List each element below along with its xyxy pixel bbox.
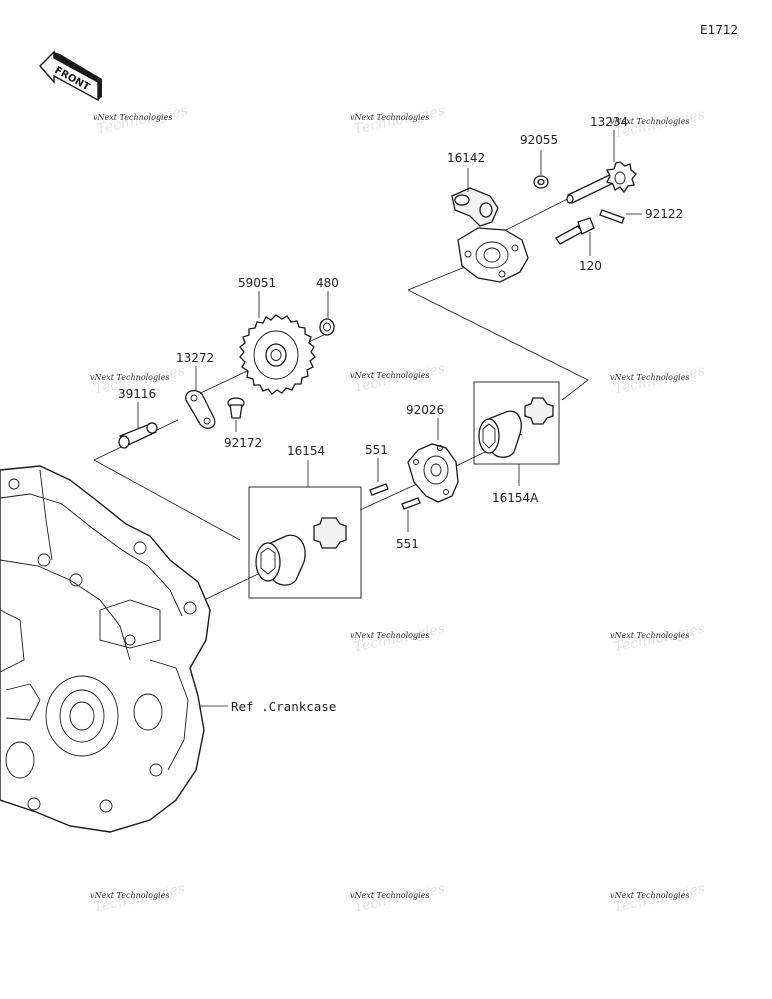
part-16154-rotor-set — [248, 486, 362, 599]
label-92172: 92172 — [224, 436, 262, 450]
watermark: Technologies vNext Technologies — [610, 621, 706, 656]
label-16154: 16154 — [287, 444, 325, 458]
label-16142: 16142 — [447, 151, 485, 165]
label-ref-crankcase: Ref .Crankcase — [231, 699, 336, 714]
watermark: Technologies vNext Technologies — [610, 881, 706, 916]
label-92026: 92026 — [406, 403, 444, 417]
part-92172-bolt — [227, 397, 245, 419]
svg-text:vNext Technologies: vNext Technologies — [610, 373, 689, 382]
pump-cover-assembly — [407, 130, 642, 291]
svg-text:vNext Technologies: vNext Technologies — [350, 371, 429, 380]
svg-text:vNext Technologies: vNext Technologies — [350, 891, 429, 900]
label-92055: 92055 — [520, 133, 558, 147]
svg-text:vNext Technologies: vNext Technologies — [610, 117, 689, 126]
label-59051: 59051 — [238, 276, 276, 290]
label-16154A: 16154A — [492, 491, 539, 505]
svg-text:vNext Technologies: vNext Technologies — [350, 113, 429, 122]
svg-text:vNext Technologies: vNext Technologies — [93, 113, 172, 122]
watermark: Technologies vNext Technologies — [90, 881, 186, 916]
part-92122-pin — [599, 209, 625, 224]
diagram-code: E1712 — [700, 23, 738, 37]
label-39116: 39116 — [118, 387, 156, 401]
label-13234: 13234 — [590, 115, 628, 129]
part-551-pin-upper — [369, 483, 389, 496]
watermark: Technologies vNext Technologies — [350, 621, 446, 656]
part-92055-washer — [533, 175, 549, 189]
part-92026-pump-body — [407, 443, 459, 503]
label-13272: 13272 — [176, 351, 214, 365]
part-480-circlip — [319, 318, 335, 336]
watermark: Technologies vNext Technologies — [350, 103, 446, 138]
part-39116-fitting — [118, 422, 158, 449]
part-pump-cover — [457, 227, 529, 283]
label-551-upper: 551 — [365, 443, 388, 457]
part-59051-sprocket — [239, 314, 316, 395]
svg-text:vNext Technologies: vNext Technologies — [90, 373, 169, 382]
part-120-bolt — [555, 217, 595, 245]
part-13272-plate — [185, 389, 216, 429]
front-arrow-icon: FRONT — [39, 50, 102, 102]
svg-text:vNext Technologies: vNext Technologies — [350, 631, 429, 640]
label-551-lower: 551 — [396, 537, 419, 551]
part-551-pin-lower — [401, 497, 421, 510]
label-480: 480 — [316, 276, 339, 290]
watermarks: Technologies vNext Technologies Technolo… — [90, 103, 706, 916]
part-16154A-rotor-set — [473, 381, 560, 465]
part-labels: 16142 92055 13234 92122 120 59051 480 13… — [118, 115, 683, 714]
part-16142-lever — [451, 187, 499, 227]
label-120: 120 — [579, 259, 602, 273]
crankcase-reference — [0, 465, 211, 833]
watermark: Technologies vNext Technologies — [350, 361, 446, 396]
part-13234-shaft-gear — [566, 161, 637, 204]
label-92122: 92122 — [645, 207, 683, 221]
watermark: Technologies vNext Technologies — [93, 103, 189, 138]
watermark: Technologies vNext Technologies — [610, 363, 706, 398]
svg-text:vNext Technologies: vNext Technologies — [610, 631, 689, 640]
svg-text:vNext Technologies: vNext Technologies — [90, 891, 169, 900]
watermark: Technologies vNext Technologies — [350, 881, 446, 916]
svg-text:vNext Technologies: vNext Technologies — [610, 891, 689, 900]
